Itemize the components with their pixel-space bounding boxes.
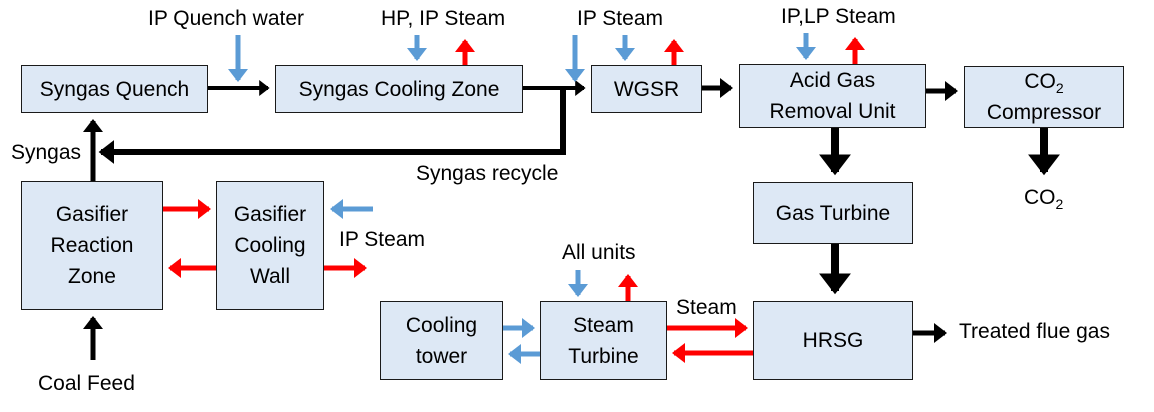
acid-gas-removal-line2: Removal Unit (769, 100, 896, 123)
co2-text: CO (1024, 70, 1056, 93)
co2-compressor-box: CO2 Compressor (964, 66, 1124, 128)
co2-compressor-line1: CO2 (987, 66, 1101, 97)
hrsg-box: HRSG (753, 301, 913, 380)
gasifier-cooling-line3: Wall (249, 265, 291, 288)
ip-lp-steam-label: IP,LP Steam (781, 5, 896, 28)
syngas-quench-box: Syngas Quench (21, 65, 208, 113)
syngas-label: Syngas (11, 141, 82, 164)
gasifier-cooling-wall-box: Gasifier Cooling Wall (216, 181, 324, 310)
gas-turbine-label: Gas Turbine (775, 201, 891, 225)
gasifier-reaction-zone-box: Gasifier Reaction Zone (21, 181, 163, 310)
all-units-label: All units (562, 241, 636, 264)
syngas-cooling-zone-box: Syngas Cooling Zone (275, 65, 523, 113)
co2-compressor-line2: Compressor (986, 101, 1102, 124)
wgsr-label: WGSR (613, 77, 680, 101)
co2-output-text: CO (1024, 186, 1056, 209)
hrsg-label: HRSG (802, 329, 864, 352)
gasifier-reaction-line1: Gasifier (55, 203, 129, 226)
co2-output-label: CO2 (1024, 186, 1064, 212)
treated-flue-gas-label: Treated flue gas (959, 320, 1110, 343)
cooling-tower-box: Cooling tower (380, 301, 503, 380)
gasifier-cooling-line2: Cooling (234, 234, 306, 257)
steam-label: Steam (676, 296, 737, 319)
acid-gas-removal-line1: Acid Gas (789, 69, 876, 92)
steam-turbine-line2: Turbine (568, 344, 639, 368)
hp-ip-steam-label: HP, IP Steam (381, 7, 506, 30)
ip-steam-wall-label: IP Steam (339, 228, 425, 251)
ip-quench-water-label: IP Quench water (148, 7, 305, 30)
cooling-tower-line2: tower (415, 344, 468, 368)
syngas-cooling-zone-label: Syngas Cooling Zone (298, 77, 500, 101)
co2-output-subscript: 2 (1055, 196, 1064, 212)
gasifier-reaction-line2: Reaction (50, 234, 134, 257)
steam-turbine-line1: Steam (573, 313, 634, 337)
ip-steam-wgsr-label: IP Steam (577, 7, 663, 30)
co2-subscript: 2 (1055, 80, 1064, 96)
gasifier-reaction-line3: Zone (68, 265, 116, 288)
steam-turbine-box: Steam Turbine (540, 301, 667, 380)
syngas-recycle-label: Syngas recycle (416, 162, 559, 185)
wgsr-box: WGSR (591, 65, 702, 113)
acid-gas-removal-box: Acid Gas Removal Unit (739, 64, 926, 128)
gas-turbine-box: Gas Turbine (753, 182, 913, 244)
syngas-recycle-arrow (98, 88, 566, 164)
syngas-quench-label: Syngas Quench (39, 77, 190, 101)
coal-feed-label: Coal Feed (38, 372, 135, 395)
gasifier-cooling-line1: Gasifier (233, 203, 307, 226)
cooling-tower-line1: Cooling (405, 313, 478, 337)
